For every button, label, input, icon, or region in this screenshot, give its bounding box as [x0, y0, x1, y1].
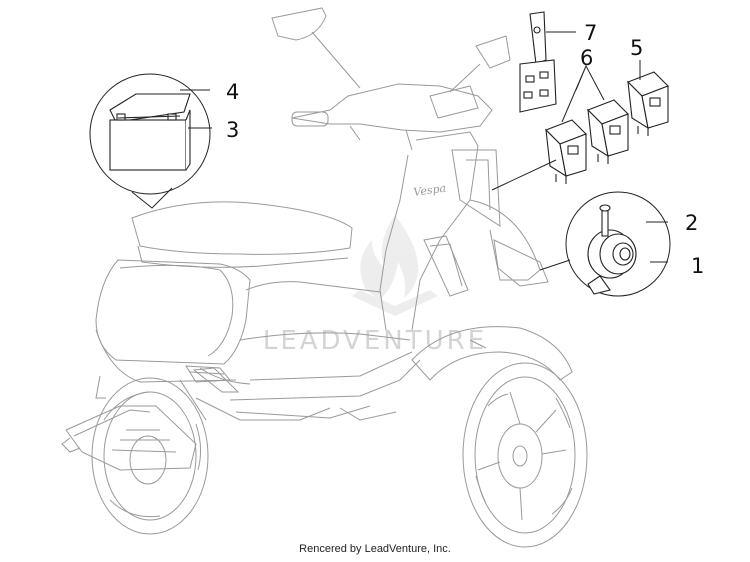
relay-bracket-part [519, 11, 557, 113]
vespa-badge: Vespa [413, 182, 447, 199]
watermark-text: LEADVENTURE [263, 326, 487, 356]
callout-5: 5 [630, 36, 643, 60]
scooter-outline [61, 7, 588, 548]
relay-part-middle [587, 99, 629, 164]
relay-part-left [545, 119, 587, 184]
callout-1: 1 [691, 254, 704, 278]
leader-line-6 [561, 64, 605, 123]
footer-credit: Rencered by LeadVenture, Inc. [299, 543, 451, 555]
callout-7: 7 [584, 21, 597, 45]
callout-4: 4 [226, 80, 239, 104]
relay-part-right [627, 71, 669, 136]
horn-part [587, 204, 637, 295]
battery-part [109, 93, 191, 171]
callout-2: 2 [685, 211, 698, 235]
callout-6: 6 [580, 46, 593, 70]
callout-3: 3 [226, 118, 239, 142]
relay-location-line [491, 159, 557, 191]
leadventure-watermark-logo [352, 215, 438, 316]
